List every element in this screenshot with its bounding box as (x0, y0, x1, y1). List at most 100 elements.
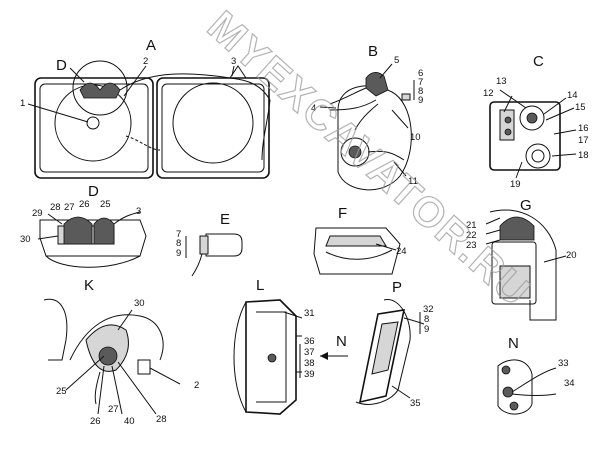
lens-p (371, 321, 399, 375)
leader-18 (551, 153, 577, 157)
wire-b3 (354, 103, 379, 131)
reflector-l (256, 311, 287, 403)
connector-g (499, 216, 535, 241)
wire-harness-top (119, 73, 271, 101)
connector-b (365, 72, 389, 97)
leader-3 (231, 65, 235, 77)
lamp-lens-l (233, 301, 247, 413)
callout-e-9: 9 (176, 248, 181, 259)
socket-assembly (79, 82, 121, 99)
lamp-center-left (86, 116, 100, 130)
callout-p-8: 8 (424, 314, 429, 325)
callout-k-28: 28 (156, 414, 167, 425)
leader-d (69, 67, 85, 83)
wire-f (325, 249, 393, 260)
plate-f (325, 235, 387, 247)
callout-e-7: 7 (176, 229, 181, 240)
wire-n33 (511, 367, 557, 393)
callout-l-31: 31 (304, 308, 315, 319)
bolt-n2 (509, 401, 519, 411)
callout-k-26: 26 (90, 416, 101, 427)
callout-a-3: 3 (231, 56, 236, 67)
callout-a-1: 1 (20, 98, 25, 109)
detail-d-circle (72, 60, 128, 116)
callout-k-27: 27 (108, 404, 119, 415)
bracket-plate-b (337, 85, 412, 191)
frame-k-left (43, 298, 68, 361)
leader-k25 (65, 355, 105, 391)
section-label-c: C (533, 53, 544, 70)
callout-b-7: 7 (418, 77, 423, 88)
section-label-n-detail: N (508, 335, 519, 352)
callout-a-2: 2 (143, 56, 148, 67)
callout-d-26: 26 (79, 199, 90, 210)
callout-k-2: 2 (194, 380, 199, 391)
callout-e-8: 8 (176, 238, 181, 249)
callout-g-20: 20 (566, 250, 577, 261)
plug-k (137, 359, 151, 375)
wire-n34 (511, 393, 557, 396)
socket-d-right (93, 217, 115, 245)
callout-p-32: 32 (423, 304, 434, 315)
leader-5 (379, 63, 393, 79)
panel-p (355, 299, 411, 405)
callout-l-36: 36 (304, 336, 315, 347)
leader-2 (123, 65, 147, 97)
section-label-f: F (338, 205, 347, 222)
lamp-cap-e (205, 233, 243, 257)
callout-l-39: 39 (304, 369, 315, 380)
lamp-housing-left (34, 77, 154, 179)
section-label-p: P (392, 279, 402, 296)
lamp-core-c (531, 149, 545, 163)
view-n-detail: N 33 34 (497, 335, 575, 415)
view-n-arrow: N (320, 333, 348, 360)
frame-k-arc (69, 314, 164, 361)
callout-d-25: 25 (100, 199, 111, 210)
wire-dashed (125, 135, 161, 151)
arrow-n-head (320, 352, 328, 360)
relay-block-g (499, 265, 531, 299)
screw-c2 (504, 128, 512, 136)
lamp-housing-right (156, 77, 270, 179)
callout-d-29: 29 (32, 208, 43, 219)
wire-harness-side (261, 99, 271, 161)
callout-b-8: 8 (418, 86, 423, 97)
leader-19 (515, 161, 523, 179)
callout-d-30: 30 (20, 234, 31, 245)
leader-20 (543, 255, 567, 263)
callout-c-15: 15 (575, 102, 586, 113)
callout-b-9: 9 (418, 95, 423, 106)
view-g: G 21 22 23 20 (466, 197, 577, 321)
housing-c (489, 101, 561, 171)
view-f: F 24 (313, 205, 407, 275)
callout-g-22: 22 (466, 230, 477, 241)
callout-c-14: 14 (567, 90, 578, 101)
callout-b-4: 4 (311, 103, 316, 114)
leader-4 (319, 106, 337, 109)
wire-b1 (329, 87, 367, 105)
leader-35 (391, 385, 411, 399)
callout-f-24: 24 (396, 246, 407, 257)
plate-n (497, 359, 533, 415)
panel-g (489, 209, 557, 321)
callout-k-30: 30 (134, 298, 145, 309)
lamp-lens-right (172, 82, 254, 164)
section-label-e: E (220, 211, 230, 228)
leader-23 (485, 239, 501, 245)
callout-k-40: 40 (124, 416, 135, 427)
leader-k30 (117, 309, 133, 331)
terminal-b (401, 93, 411, 101)
wire-b2 (329, 99, 377, 111)
leader-14 (543, 97, 567, 115)
lamp-p (358, 309, 406, 404)
lamp-ring-c (525, 143, 551, 169)
view-e: E 7 8 9 (176, 211, 243, 277)
callout-g-21: 21 (466, 220, 477, 231)
leader-k26 (97, 365, 105, 415)
terminal-n (502, 386, 514, 398)
leader-11 (393, 161, 407, 177)
callout-d-27: 27 (64, 202, 75, 213)
socket-d-left (63, 216, 93, 245)
wire-b4 (367, 150, 405, 161)
bolt-n1 (501, 365, 511, 375)
